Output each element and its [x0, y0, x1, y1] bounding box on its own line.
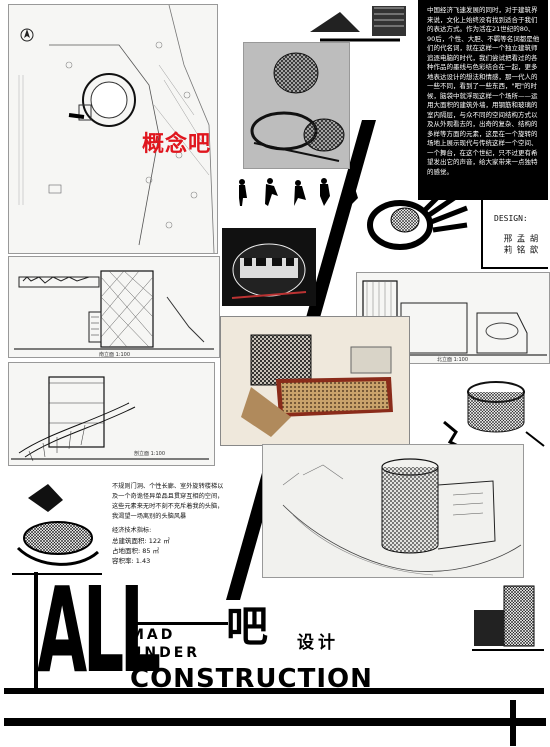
designer-name-2: 孟 铭 [515, 234, 525, 254]
svg-text:北立面 1:100: 北立面 1:100 [437, 356, 468, 363]
perspective-sketch [262, 444, 524, 578]
model-photo-drawing [244, 43, 349, 168]
title-sheji: 设计 [297, 633, 339, 653]
tech-title: 经济技术指标: [112, 527, 152, 534]
spiral-model-drawing [367, 178, 468, 250]
sculpture-drawing [310, 6, 406, 42]
title-mad: MAD [130, 627, 176, 643]
concept-title: 概念吧 [142, 132, 212, 157]
tech-stats: 总建筑面积: 122 ㎡ 占地面积: 85 ㎡ 容积率: 1.43 [112, 536, 224, 566]
section-drawing: 剖立面 1:100 [11, 376, 209, 462]
color-model-photo [220, 316, 410, 446]
intro-text-block: 中国经济飞速发展的同时，对于建筑界来说，文化上始终没有找到适合于我们的表达方式。… [418, 0, 548, 200]
svg-text:南立面 1:100: 南立面 1:100 [99, 351, 130, 357]
stair-model-drawing [443, 381, 545, 459]
corner-model-drawing [472, 585, 544, 651]
model-photo-top [243, 42, 350, 169]
stair-model-photo [436, 362, 548, 462]
tech-block: 不规则门洞、个性长廊、室外旋转楼梯以及一个奇诡怪异单品且贯穿互相的空间，这些元素… [108, 480, 228, 568]
designer-name-3: 胡 歆 [528, 234, 538, 254]
title-construction: CONSTRUCTION [130, 664, 373, 694]
site-plan-sheet [8, 4, 218, 254]
site-plan-drawing [18, 5, 215, 253]
reg-photo-drawing [231, 243, 307, 299]
silhouette-figures [232, 176, 362, 208]
designer-bracket [481, 200, 548, 269]
perspective-drawing [282, 458, 522, 576]
title-under: UNDER [130, 645, 201, 661]
elevation-drawing-1: 南立面 1:100 [14, 270, 214, 357]
reg-model-photo [222, 228, 316, 306]
svg-text:剖立面 1:100: 剖立面 1:100 [134, 450, 165, 457]
title-all: ALL [37, 561, 161, 699]
model-sculpture-top [300, 2, 412, 44]
tech-stat-site-area: 占地面积: 85 ㎡ [112, 547, 160, 555]
small-model-photo [8, 478, 106, 584]
tech-stat-plot-ratio: 容积率: 1.43 [112, 557, 151, 565]
figures-drawing [239, 178, 358, 206]
title-ba: 吧 [226, 602, 269, 651]
tech-stat-total-area: 总建筑面积: 122 ㎡ [112, 537, 170, 545]
intro-text: 中国经济飞速发展的同时，对于建筑界来说，文化上始终没有找到适合于我们的表达方式。… [427, 6, 540, 176]
design-label: DESIGN: [494, 214, 528, 223]
color-model-drawing [221, 317, 409, 445]
designer-name-1: 邢 莉 [502, 234, 512, 254]
small-model-drawing [12, 484, 102, 575]
section-sheet: 剖立面 1:100 [8, 362, 215, 466]
elevation-sheet-1: 南立面 1:100 [8, 256, 220, 358]
corner-model-photo [470, 580, 546, 660]
designer-names: 邢 莉 孟 铭 胡 歆 [502, 234, 538, 254]
spiral-model-photo [355, 170, 470, 255]
tech-description: 不规则门洞、个性长廊、室外旋转楼梯以及一个奇诡怪异单品且贯穿互相的空间，这些元素… [112, 483, 224, 520]
